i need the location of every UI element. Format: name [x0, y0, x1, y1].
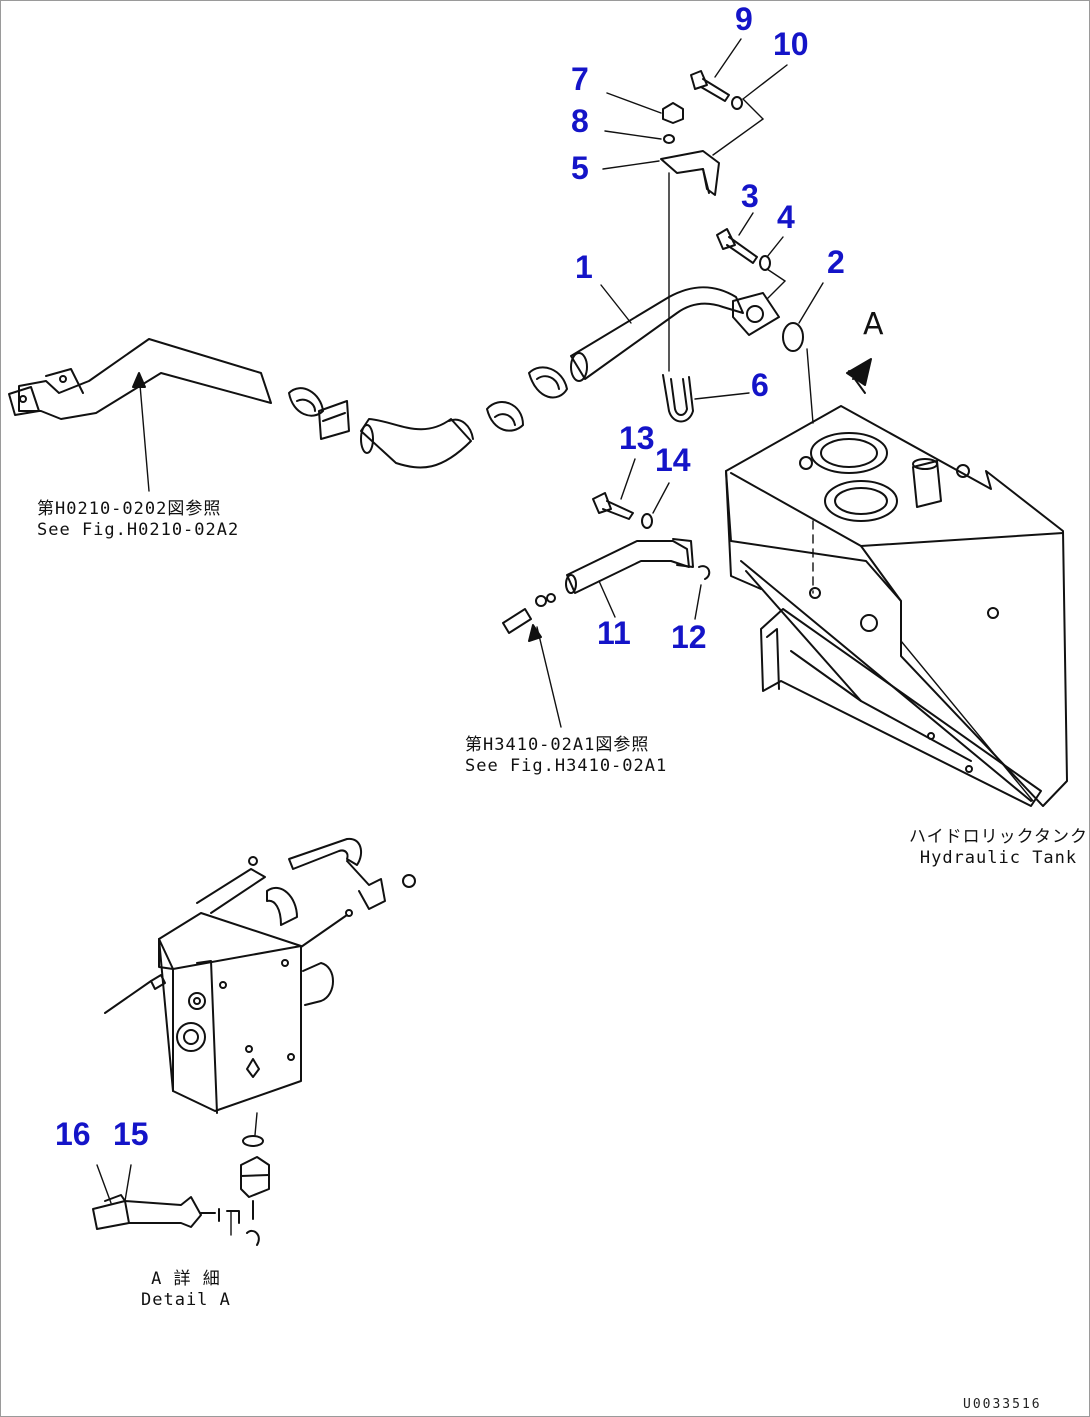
callout-15[interactable]: 15	[113, 1116, 149, 1152]
bolt-3	[716, 228, 758, 264]
callout-16[interactable]: 16	[55, 1116, 91, 1152]
u-bolt-6	[662, 374, 694, 423]
reference-note-h3410-en: See Fig.H3410-02A1	[465, 756, 668, 776]
detail-a-label: A 詳 細 Detail A	[141, 1269, 231, 1311]
rubber-hose	[360, 418, 474, 469]
callout-7[interactable]: 7	[571, 61, 589, 97]
callout-10[interactable]: 10	[773, 26, 809, 62]
hydraulic-tank-label-en: Hydraulic Tank	[919, 848, 1078, 868]
callout-4[interactable]: 4	[777, 199, 795, 235]
reference-note-h0210-en: See Fig.H0210-02A2	[37, 520, 240, 540]
pipe-1	[570, 286, 780, 382]
bracket-5	[660, 150, 720, 196]
callout-5[interactable]: 5	[571, 150, 589, 186]
reference-note-h3410-jp: 第H3410-02A1図参照	[465, 735, 650, 755]
callout-8[interactable]: 8	[571, 103, 589, 139]
reference-note-h0210-jp: 第H0210-0202図参照	[37, 499, 222, 519]
callout-2[interactable]: 2	[827, 244, 845, 280]
hydraulic-tank-label: ハイドロリックタンク Hydraulic Tank	[909, 827, 1088, 869]
detail-a-label-jp: A 詳 細	[151, 1269, 221, 1289]
callout-13[interactable]: 13	[619, 420, 655, 456]
o-ring-2	[782, 322, 804, 352]
callout-3[interactable]: 3	[741, 178, 759, 214]
hose-clamp-left	[288, 387, 350, 440]
detail-a-label-en: Detail A	[141, 1290, 231, 1310]
bolt-9	[690, 70, 730, 102]
callout-9[interactable]: 9	[735, 1, 753, 37]
bolt-13	[592, 492, 634, 520]
leader-lines	[96, 38, 1034, 1236]
view-arrow-a	[846, 358, 872, 394]
callout-1[interactable]: 1	[575, 249, 593, 285]
callout-6[interactable]: 6	[751, 367, 769, 403]
callout-11[interactable]: 11	[597, 615, 631, 651]
hose-clamp-right	[486, 366, 568, 432]
callout-12[interactable]: 12	[671, 619, 707, 655]
washer-14	[641, 513, 653, 529]
o-ring-12	[698, 565, 711, 580]
washer-4	[759, 255, 771, 271]
washer-10	[731, 96, 743, 110]
callout-14[interactable]: 14	[655, 442, 691, 478]
pipe-11	[565, 538, 694, 594]
view-letter-a: A	[863, 307, 884, 342]
hydraulic-tank-label-jp: ハイドロリックタンク	[909, 827, 1088, 847]
valve-block-detail	[104, 837, 416, 1246]
sensor-15-16	[92, 1194, 240, 1230]
figure-code: U0033516	[963, 1397, 1042, 1412]
hydraulic-tank	[725, 405, 1068, 807]
suction-pipe-left	[8, 338, 272, 420]
washer-8	[663, 134, 675, 144]
nut-7	[662, 102, 684, 124]
reference-note-h3410: 第H3410-02A1図参照 See Fig.H3410-02A1	[465, 735, 667, 777]
reference-note-h0210: 第H0210-0202図参照 See Fig.H0210-02A2	[37, 499, 239, 541]
